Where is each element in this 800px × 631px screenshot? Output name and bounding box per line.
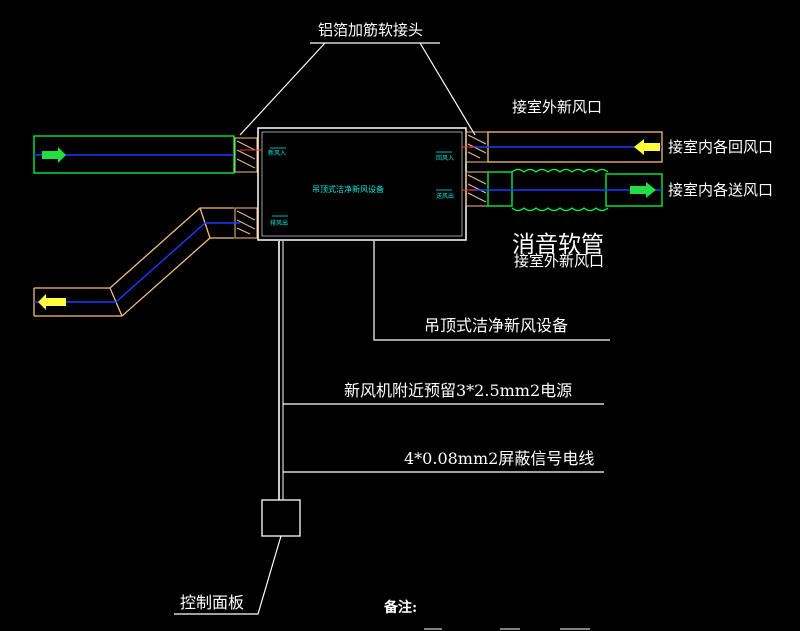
silencer-bottom-edge — [511, 207, 609, 212]
port-bottom-left-label: 排风出 — [270, 219, 288, 227]
left-exhaust-duct — [33, 207, 234, 317]
unit-body-label: 吊顶式洁净新风设备 — [312, 184, 384, 194]
port-markers: 新风入 回风入 送风出 排风出 — [268, 147, 454, 227]
port-top-left-label: 新风入 — [268, 149, 286, 157]
outdoor-fresh-air-top-label: 接室外新风口 — [512, 98, 602, 116]
outdoor-fresh-air-overlap-label: 接室外新风口 — [514, 252, 604, 270]
remarks-label: 备注: — [383, 599, 417, 616]
indoor-supply-air-label: 接室内各送风口 — [668, 181, 773, 199]
silencer-hose-label: 消音软管 — [512, 232, 604, 258]
signal-note-label: 4*0.08mm2屏蔽信号电线 — [404, 449, 594, 468]
flex-connector-leaders — [239, 42, 476, 136]
left-fresh-air-duct — [33, 135, 262, 174]
unit-callout-leader — [373, 241, 610, 341]
silencer-top-edge — [511, 168, 609, 173]
left-exhaust-arrow — [38, 294, 66, 310]
port-top-right-label: 回风入 — [436, 155, 454, 162]
right-return-air-duct — [462, 131, 663, 163]
power-note-label: 新风机附近预留3*2.5mm2电源 — [344, 381, 572, 400]
left-exhaust-core — [34, 222, 240, 303]
unit-callout-label: 吊顶式洁净新风设备 — [424, 316, 568, 335]
control-panel-leader — [174, 535, 282, 615]
indoor-return-air-label: 接室内各回风口 — [668, 138, 773, 156]
supply-air-arrow — [630, 182, 656, 198]
port-bottom-right-label: 送风出 — [436, 192, 454, 200]
control-panel-label: 控制面板 — [180, 593, 244, 612]
fresh-air-unit-inner — [261, 131, 463, 237]
fresh-air-unit — [257, 127, 467, 241]
left-fresh-air-arrow — [42, 147, 66, 163]
cables — [278, 241, 604, 500]
flex-connector-label: 铝箔加筋软接头 — [318, 21, 423, 39]
return-air-arrow — [634, 139, 660, 155]
